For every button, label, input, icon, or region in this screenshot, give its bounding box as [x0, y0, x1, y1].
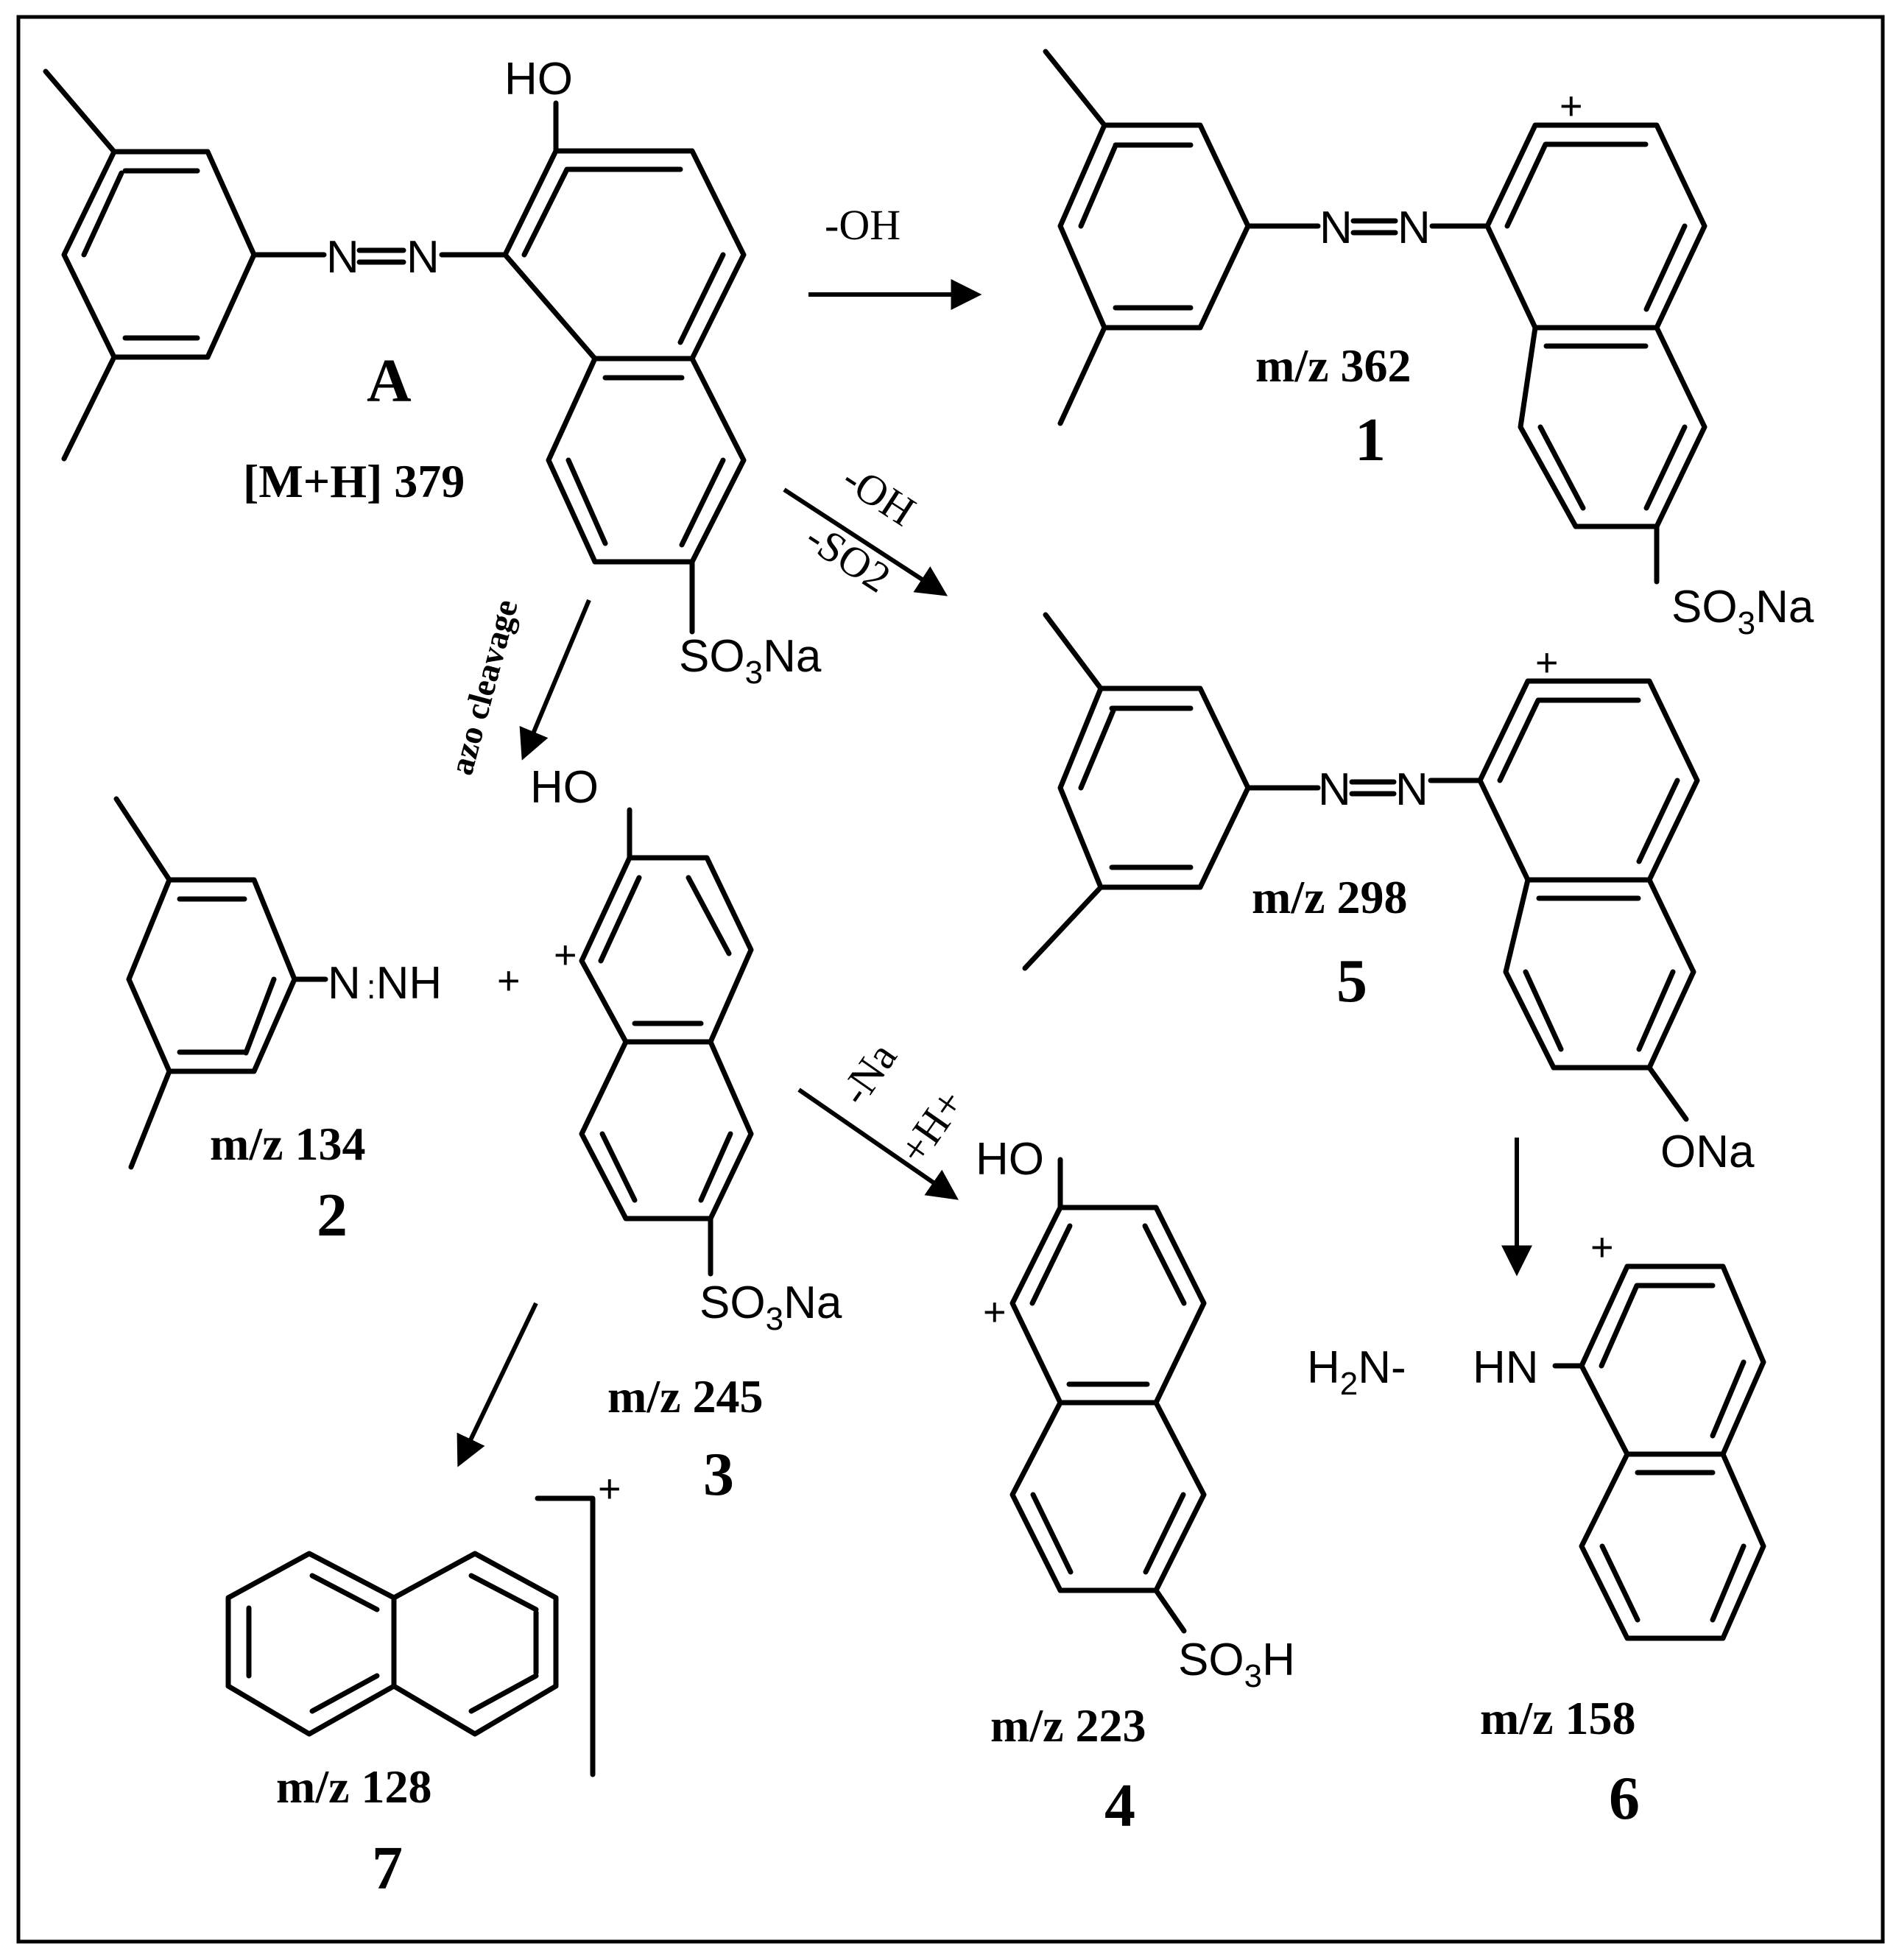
arrow-2-to-7 [457, 1302, 538, 1467]
compound-4: HO + SO3H m/z 223 4 [976, 1134, 1295, 1840]
compound-5: N N + ONa m/z 298 5 [1022, 612, 1755, 1177]
compound-7-charge: + [598, 1467, 621, 1511]
compound-5-oxide: ONa [1660, 1127, 1755, 1177]
condition-loss-oh-2: -OH [834, 454, 924, 535]
compound-4-mz: m/z 223 [990, 1699, 1146, 1752]
frame-border [16, 15, 1885, 1944]
compound-6-mz: m/z 158 [1480, 1692, 1636, 1744]
compound-4-charge: + [983, 1290, 1007, 1334]
compound-a-naphthol-ring [502, 100, 747, 635]
compound-a-ion: [M+H] 379 [243, 455, 465, 507]
compound-1-naphthalene [1484, 122, 1708, 585]
compound-7-number: 7 [372, 1834, 403, 1903]
arrow-3-to-4 [797, 1087, 959, 1200]
compound-7: + m/z 128 7 [225, 1467, 621, 1903]
compound-1: N N + SO3Na m/z 362 1 [1043, 49, 1814, 641]
compound-1-number: 1 [1355, 406, 1386, 474]
compound-1-sulfonate: SO3Na [1671, 582, 1814, 641]
condition-azo-cleavage: azo cleavage [442, 596, 524, 779]
compound-4-hydroxyl: HO [976, 1134, 1044, 1185]
compound-a-xylyl-ring [43, 68, 327, 462]
compound-3-hydroxyl: HO [530, 762, 599, 813]
compound-2-number: 2 [317, 1181, 348, 1249]
compound-5-number: 5 [1336, 947, 1367, 1015]
compound-2: N:NH + m/z 134 2 [113, 796, 521, 1249]
compound-a: N N HO SO3Na A [M+H] 379 [43, 54, 822, 691]
compound-6-amine: H2N- [1307, 1342, 1406, 1402]
compound-6-number: 6 [1609, 1764, 1640, 1833]
compound-4-sulfonate: SO3H [1178, 1635, 1295, 1694]
compound-7-bracket [535, 1495, 596, 1777]
arrow-azo-cleavage [519, 599, 591, 761]
compound-1-azo-n2: N [1398, 202, 1431, 253]
condition-loss-na: -Na [830, 1034, 906, 1114]
compound-1-xylyl-ring [1043, 49, 1321, 426]
compound-a-sulfonate: SO3Na [679, 631, 822, 691]
compound-5-azo-n2: N [1395, 764, 1428, 815]
compound-a-label: A [367, 347, 412, 415]
compound-3: HO + SO3Na m/z 245 3 [530, 762, 842, 1509]
compound-5-naphthalene [1477, 678, 1700, 1122]
compound-3-number: 3 [703, 1440, 734, 1509]
compound-a-hydroxyl: HO [504, 54, 573, 105]
compound-3-sulfonate: SO3Na [699, 1277, 842, 1337]
compound-4-number: 4 [1104, 1772, 1135, 1840]
arrow-a-to-5 [783, 487, 948, 596]
compound-5-azo-n1: N [1318, 764, 1351, 815]
compound-1-azo-n1: N [1319, 202, 1353, 253]
compound-5-xylyl-ring [1022, 612, 1321, 971]
compound-7-mz: m/z 128 [276, 1760, 432, 1813]
compound-3-mz: m/z 245 [607, 1370, 764, 1423]
compound-6-charge: + [1590, 1225, 1614, 1269]
compound-6-imine: HN [1473, 1342, 1539, 1393]
compound-3-charge: + [554, 933, 577, 977]
compound-a-azo-n1: N [326, 232, 359, 283]
compound-5-charge: + [1535, 641, 1559, 685]
compound-5-mz: m/z 298 [1252, 871, 1408, 923]
compound-2-mz: m/z 134 [210, 1118, 366, 1170]
compound-1-charge: + [1560, 84, 1583, 128]
condition-loss-oh: -OH [825, 201, 901, 249]
compound-2-xylyl-ring [113, 796, 328, 1170]
compound-6: + H2N- HN m/z 158 6 [1307, 1225, 1766, 1833]
compound-2-plus: + [497, 959, 521, 1003]
compound-2-group: N:NH [328, 958, 442, 1009]
compound-a-azo-n2: N [406, 232, 440, 283]
compound-1-mz: m/z 362 [1255, 339, 1412, 392]
